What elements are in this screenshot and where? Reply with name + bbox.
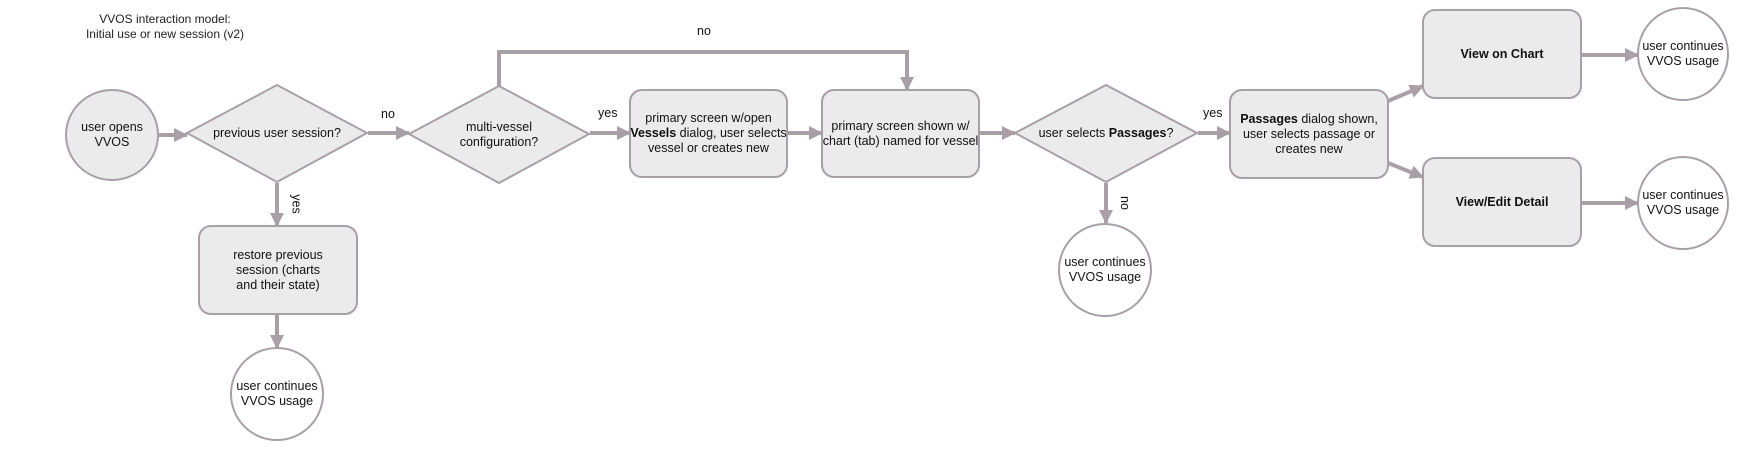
node-text: primary screen shown w/ [831, 118, 970, 133]
node-text: restore previous [233, 247, 323, 262]
edge-passages-to-detail [1387, 161, 1424, 179]
node-text: previous user session? [213, 126, 341, 140]
selects-passages-decision: user selects Passages? [1015, 85, 1197, 182]
previous-session-decision: previous user session? [187, 85, 367, 182]
vessels-dialog-name: Vessels [630, 126, 677, 140]
node-text: user opens [81, 120, 143, 134]
node-text: primary screen w/open [645, 111, 772, 125]
edge-label-multi-yes: yes [598, 106, 618, 120]
passages-name: Passages [1108, 126, 1167, 140]
node-text: configuration? [459, 134, 539, 149]
multi-vessel-decision-shape [406, 84, 592, 185]
edge-passages-to-chart [1387, 84, 1424, 103]
node-text: dialog, user selects [676, 126, 787, 140]
node-text: vessel or creates new [648, 141, 769, 155]
edge-label-multi-no: no [697, 24, 711, 38]
start-node-shape [65, 89, 159, 181]
node-text: VVOS usage [240, 394, 314, 408]
node-text: multi-vessel [466, 119, 532, 134]
view-edit-detail-box: View/Edit Detail [1423, 158, 1581, 246]
edge-label-previous-yes: yes [289, 194, 304, 214]
view-on-chart-box-shape [1422, 9, 1582, 99]
passages-dialog-name: Passages [1240, 111, 1298, 126]
node-text: session (charts [235, 262, 321, 277]
node-text: View/Edit Detail [1455, 194, 1549, 209]
edge-label-previous-no: no [381, 107, 395, 121]
title-line-2: Initial use or new session (v2) [85, 27, 245, 41]
title-line-1: VVOS interaction model: [99, 12, 231, 26]
passages-end-node-shape [1058, 223, 1152, 317]
node-text: VVOS usage [1646, 203, 1720, 217]
node-text: user continues [1642, 39, 1724, 53]
node-text: and their state) [236, 277, 320, 292]
node-text: user continues [1642, 188, 1724, 202]
node-text: dialog shown, [1297, 111, 1378, 126]
diagram-title: VVOS interaction model: Initial use or n… [65, 12, 265, 42]
view-edit-detail-box-shape [1422, 157, 1582, 247]
edge-label-passages-no: no [1117, 196, 1132, 210]
passages-dialog-box: Passages dialog shown, user selects pass… [1230, 90, 1388, 178]
node-text: user continues [1064, 255, 1146, 269]
previous-session-decision-shape [184, 83, 370, 184]
node-text: ? [1166, 126, 1174, 140]
vessels-dialog-box: primary screen w/open Vessels dialog, us… [630, 90, 787, 177]
node-text: user continues [236, 379, 318, 393]
node-text: user selects passage or [1242, 126, 1375, 141]
node-text: View on Chart [1460, 46, 1544, 61]
view-on-chart-box: View on Chart [1423, 10, 1581, 98]
primary-screen-box: primary screen shown w/chart (tab) named… [822, 90, 979, 177]
node-text: VVOS [94, 135, 130, 149]
node-text: chart (tab) named for vessel [822, 133, 979, 148]
node-text: user selects [1038, 126, 1109, 140]
node-text: VVOS usage [1646, 54, 1720, 68]
selects-passages-decision-shape [1012, 83, 1200, 184]
node-text: VVOS usage [1068, 270, 1142, 284]
node-text: creates new [1275, 141, 1343, 156]
edge-multi-no [497, 50, 914, 91]
edge-label-passages-yes: yes [1203, 106, 1223, 120]
